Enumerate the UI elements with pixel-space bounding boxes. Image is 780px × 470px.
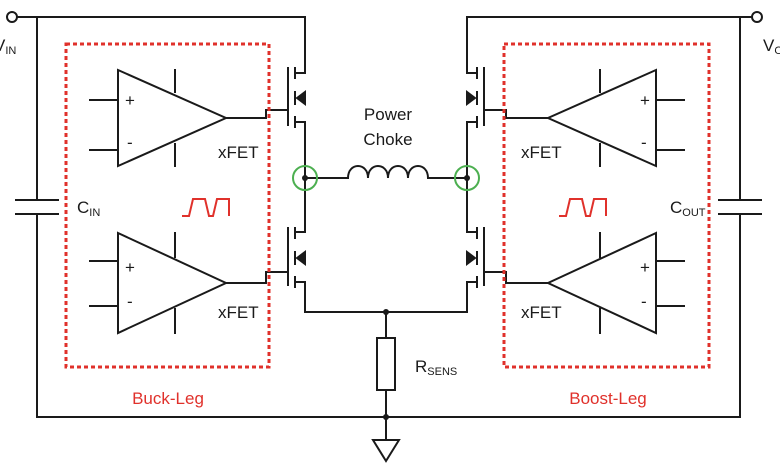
cin-label-sub: IN [89, 207, 100, 219]
buck-high-side-body-diode [295, 90, 306, 106]
buck-leg-box[interactable] [64, 42, 271, 369]
ground-junction-dot [383, 414, 389, 420]
power-choke-inductor [304, 165, 468, 180]
boost-high-side-mosfet [466, 64, 507, 179]
buck-pwm-pulse-icon [182, 198, 230, 217]
boost-low-side-mosfet [466, 177, 507, 313]
boost-lower-comparator [505, 231, 685, 335]
boost-upper-minus-sign: - [641, 133, 647, 152]
output-rail [466, 16, 753, 418]
boost-low-side-body-diode [466, 250, 477, 266]
boost-leg-label: Boost-Leg [569, 389, 647, 408]
rsens-label: RSENS [415, 357, 457, 378]
boost-lower-xfet-label: xFET [521, 303, 562, 322]
boost-lower-minus-sign: - [641, 292, 647, 311]
boost-upper-xfet-label: xFET [521, 143, 562, 162]
buck-lower-minus-sign: - [127, 292, 133, 311]
buck-lower-plus-sign: + [125, 258, 135, 277]
cout-label: COUT [670, 198, 706, 219]
buck-switch-node-marker[interactable] [292, 165, 318, 191]
rsens-label-main: R [415, 357, 427, 376]
buck-low-side-mosfet [265, 177, 306, 313]
boost-upper-comparator [505, 68, 685, 168]
choke-label-line1: Power [364, 105, 413, 124]
vout-label-main: V [763, 36, 775, 55]
sw1-junction-dot [302, 175, 308, 181]
sw2-junction-dot [464, 175, 470, 181]
cin-label: CIN [77, 198, 100, 219]
ground-symbol [371, 439, 401, 463]
buck-lower-comparator [89, 231, 267, 335]
boost-leg-box[interactable] [502, 42, 711, 369]
buck-low-side-body-diode [295, 250, 306, 266]
sense-junction-dot [383, 309, 389, 315]
buck-high-side-mosfet [265, 64, 306, 179]
cout-label-sub: OUT [682, 207, 706, 219]
choke-label-line2: Choke [363, 130, 412, 149]
vout-terminal[interactable] [751, 11, 763, 23]
sense-resistor [376, 311, 396, 441]
buck-leg-label: Buck-Leg [132, 389, 204, 408]
boost-upper-plus-sign: + [640, 91, 650, 110]
vin-label: VIN [0, 36, 16, 57]
input-capacitor [15, 199, 59, 215]
boost-pwm-pulse-icon [559, 198, 607, 217]
buck-upper-xfet-label: xFET [218, 143, 259, 162]
cin-label-main: C [77, 198, 89, 217]
buck-lower-xfet-label: xFET [218, 303, 259, 322]
buck-upper-comparator [89, 68, 267, 168]
boost-lower-plus-sign: + [640, 258, 650, 277]
vout-label-sub: O [774, 45, 780, 57]
vout-label: VO [763, 36, 780, 57]
boost-switch-node-marker[interactable] [454, 165, 480, 191]
buck-upper-plus-sign: + [125, 91, 135, 110]
output-capacitor [718, 199, 762, 215]
boost-high-side-body-diode [466, 90, 477, 106]
vin-label-main: V [0, 36, 6, 55]
vin-label-sub: IN [5, 45, 16, 57]
input-rail [16, 16, 306, 418]
vin-terminal[interactable] [6, 11, 18, 23]
buck-upper-minus-sign: - [127, 133, 133, 152]
rsens-label-sub: SENS [427, 366, 457, 378]
cout-label-main: C [670, 198, 682, 217]
